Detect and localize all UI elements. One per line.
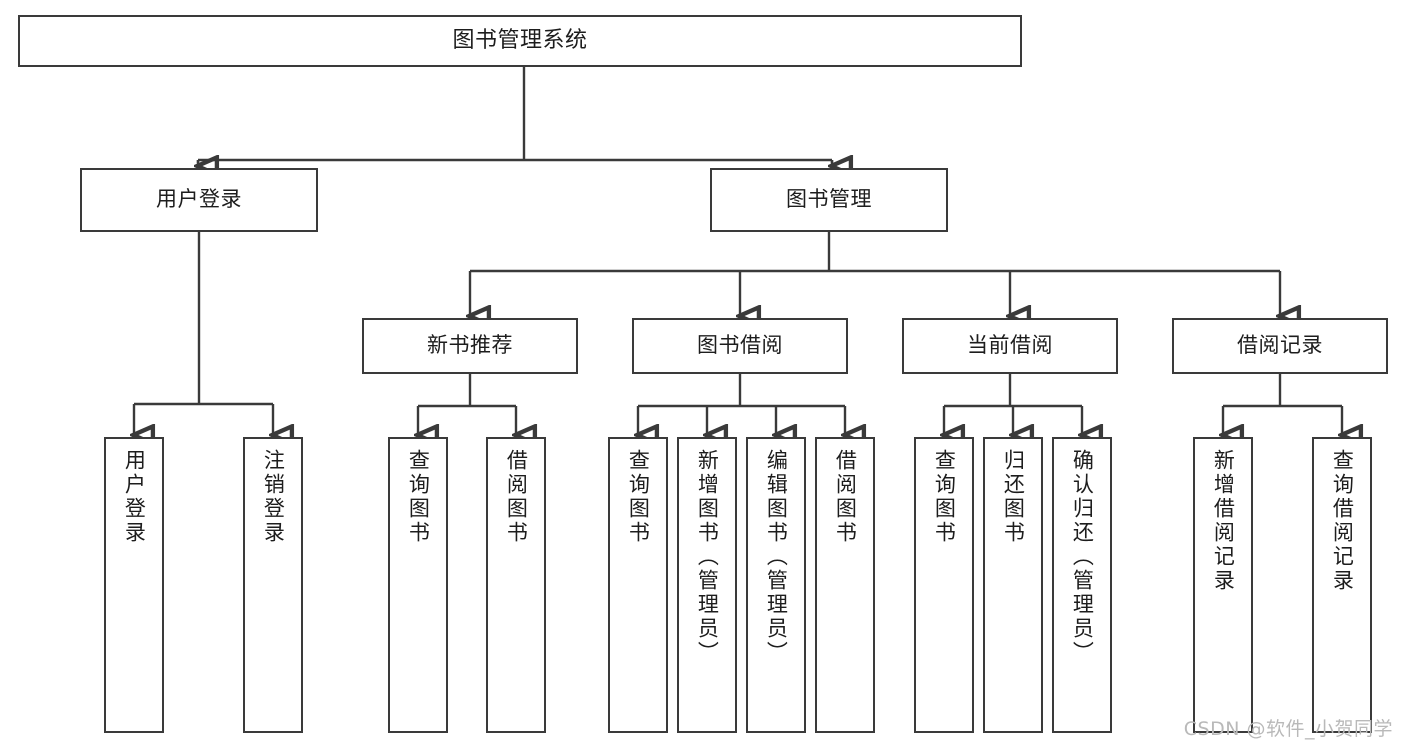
leaf-confirm-return-admin[interactable]: 确认归还（管理员）	[1052, 437, 1112, 733]
leaf-borrow-book[interactable]: 借阅图书	[815, 437, 875, 733]
leaf-query-book-recommend[interactable]: 查询图书	[388, 437, 448, 733]
leaf-label: 查询图书	[932, 449, 957, 545]
node-root[interactable]: 图书管理系统	[18, 15, 1022, 67]
node-level2-book-management[interactable]: 图书管理	[710, 168, 948, 232]
node-label: 新书推荐	[427, 333, 513, 358]
node-label: 借阅记录	[1237, 333, 1323, 358]
node-level3-current-borrow[interactable]: 当前借阅	[902, 318, 1118, 374]
leaf-label: 查询图书	[626, 449, 651, 545]
leaf-label: 注销登录	[261, 449, 286, 545]
node-label: 当前借阅	[967, 333, 1053, 358]
node-level3-book-borrow[interactable]: 图书借阅	[632, 318, 848, 374]
node-level3-borrow-record[interactable]: 借阅记录	[1172, 318, 1388, 374]
leaf-return-book[interactable]: 归还图书	[983, 437, 1043, 733]
leaf-label: 归还图书	[1001, 449, 1026, 545]
leaf-logout[interactable]: 注销登录	[243, 437, 303, 733]
leaf-label: 编辑图书（管理员）	[764, 449, 789, 665]
watermark-text: CSDN @软件_小贺同学	[1183, 718, 1393, 740]
leaf-query-book-current[interactable]: 查询图书	[914, 437, 974, 733]
leaf-edit-book-admin[interactable]: 编辑图书（管理员）	[746, 437, 806, 733]
leaf-add-book-admin[interactable]: 新增图书（管理员）	[677, 437, 737, 733]
node-root-label: 图书管理系统	[452, 27, 588, 53]
leaf-label: 用户登录	[122, 449, 147, 545]
leaf-user-login[interactable]: 用户登录	[104, 437, 164, 733]
leaf-label: 查询图书	[406, 449, 431, 545]
node-level3-new-book-recommend[interactable]: 新书推荐	[362, 318, 578, 374]
leaf-label: 新增借阅记录	[1211, 449, 1236, 593]
node-level2-user-login[interactable]: 用户登录	[80, 168, 318, 232]
leaf-query-book-borrow[interactable]: 查询图书	[608, 437, 668, 733]
leaf-label: 借阅图书	[504, 449, 529, 545]
node-label: 图书借阅	[697, 333, 783, 358]
node-label: 用户登录	[156, 187, 242, 212]
leaf-query-borrow-record[interactable]: 查询借阅记录	[1312, 437, 1372, 733]
leaf-label: 确认归还（管理员）	[1070, 449, 1095, 665]
leaf-label: 借阅图书	[833, 449, 858, 545]
leaf-add-borrow-record[interactable]: 新增借阅记录	[1193, 437, 1253, 733]
leaf-label: 查询借阅记录	[1330, 449, 1355, 593]
leaf-borrow-book-recommend[interactable]: 借阅图书	[486, 437, 546, 733]
leaf-label: 新增图书（管理员）	[695, 449, 720, 665]
node-label: 图书管理	[786, 187, 872, 212]
